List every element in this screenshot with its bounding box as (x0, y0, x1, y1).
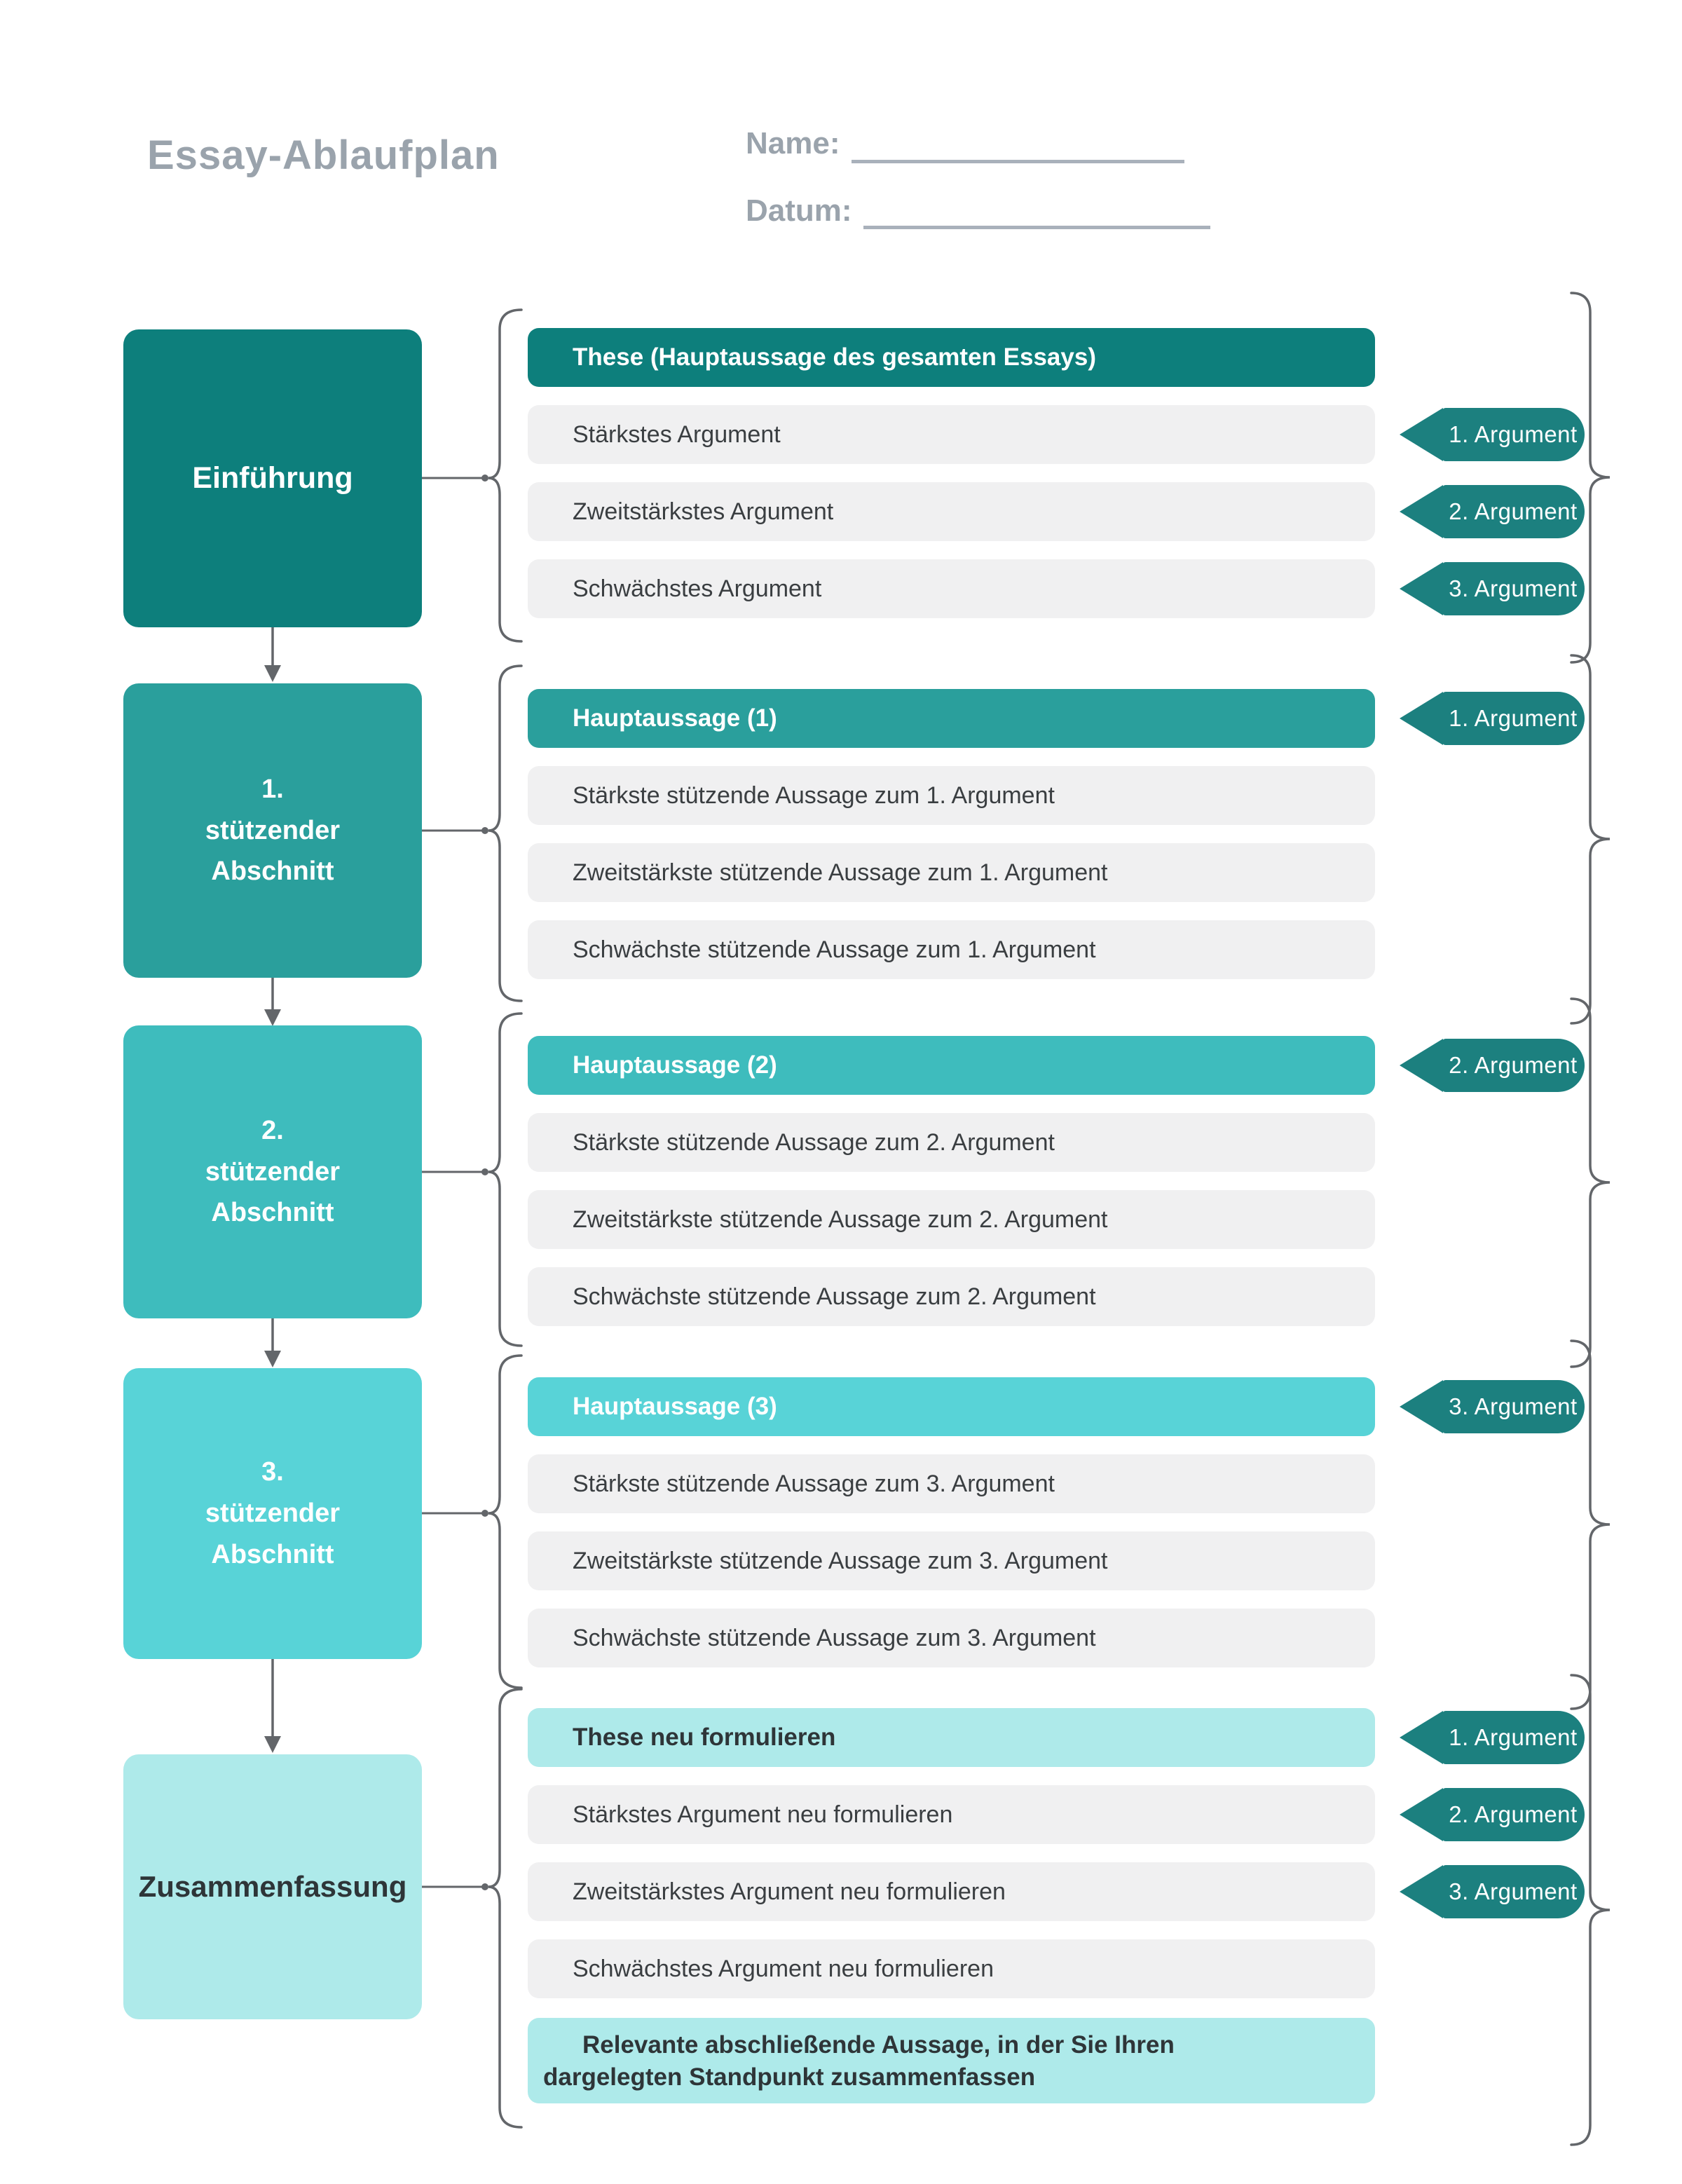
flow-box-abschnitt-2: 2. stützender Abschnitt (123, 1025, 422, 1318)
right-brace (1570, 1674, 1611, 2146)
left-brace (488, 1012, 523, 1347)
date-blank-line[interactable] (863, 226, 1210, 229)
group-row: Stärkste stützende Aussage zum 1. Argume… (528, 766, 1375, 825)
row-label: Zweitstärkste stützende Aussage zum 1. A… (573, 859, 1108, 886)
argument-badge: 2. Argument (1400, 1788, 1585, 1841)
left-brace (488, 664, 523, 1002)
argument-badge-label: 1. Argument (1442, 1711, 1585, 1764)
group-header-these: These (Hauptaussage des gesamten Essays) (528, 328, 1375, 387)
row-label: Stärkstes Argument (573, 421, 781, 448)
name-label: Name: (746, 126, 840, 161)
row-label: Schwächste stützende Aussage zum 3. Argu… (573, 1624, 1096, 1651)
argument-badge-label: 2. Argument (1442, 1039, 1585, 1092)
connector-dot (481, 1168, 488, 1175)
flow-box-label: 3. stützender Abschnitt (205, 1457, 341, 1569)
name-blank-line[interactable] (852, 160, 1184, 163)
row-label: Zweitstärkstes Argument neu formulieren (573, 1878, 1006, 1905)
group-header-label: Hauptaussage (2) (573, 1051, 777, 1079)
flow-arrowheads (264, 665, 281, 1753)
group-header-hauptaussage-3: Hauptaussage (3) (528, 1377, 1375, 1436)
argument-badge-label: 2. Argument (1442, 485, 1585, 538)
row-label: Schwächste stützende Aussage zum 2. Argu… (573, 1283, 1096, 1310)
connector-dot (481, 475, 488, 482)
group-row: Schwächste stützende Aussage zum 3. Argu… (528, 1609, 1375, 1667)
down-arrowhead-icon (264, 1009, 281, 1026)
left-braces (488, 308, 523, 2129)
box-brace-connectors (422, 477, 485, 1888)
row-label: Stärkste stützende Aussage zum 3. Argume… (573, 1470, 1055, 1497)
argument-badge-label: 3. Argument (1442, 562, 1585, 615)
row-label: Schwächste stützende Aussage zum 1. Argu… (573, 936, 1096, 963)
down-arrowhead-icon (264, 1736, 281, 1753)
row-label: Schwächstes Argument neu formulieren (573, 1955, 994, 1982)
argument-badge-label: 1. Argument (1442, 408, 1585, 461)
argument-badge-label: 1. Argument (1442, 692, 1585, 745)
group-header-hauptaussage-2: Hauptaussage (2) (528, 1036, 1375, 1095)
row-label: Schwächstes Argument (573, 575, 822, 602)
group-row: Stärkste stützende Aussage zum 2. Argume… (528, 1113, 1375, 1172)
flow-box-label: 1. stützender Abschnitt (205, 774, 341, 887)
group-header-these-neu: These neu formulieren (528, 1708, 1375, 1767)
group-row: Stärkstes Argument neu formulieren (528, 1785, 1375, 1844)
connector-dot (481, 827, 488, 834)
argument-badge-label: 3. Argument (1442, 1865, 1585, 1918)
left-brace (488, 308, 523, 643)
left-brace (488, 1354, 523, 1689)
group-row: Schwächstes Argument (528, 559, 1375, 618)
row-label: Stärkste stützende Aussage zum 2. Argume… (573, 1128, 1055, 1156)
row-label: Stärkste stützende Aussage zum 1. Argume… (573, 782, 1055, 809)
row-label: Stärkstes Argument neu formulieren (573, 1801, 953, 1828)
right-braces (1570, 292, 1611, 2146)
row-label: Zweitstärkste stützende Aussage zum 3. A… (573, 1547, 1108, 1574)
group-header-label: Hauptaussage (1) (573, 704, 777, 732)
flow-box-zusammenfassung: Zusammenfassung (123, 1754, 422, 2019)
group-header-label: These (Hauptaussage des gesamten Essays) (573, 343, 1096, 371)
group-row: Zweitstärkste stützende Aussage zum 2. A… (528, 1190, 1375, 1249)
connector-dot (481, 1510, 488, 1517)
argument-badge: 3. Argument (1400, 562, 1585, 615)
group-row: Zweitstärkste stützende Aussage zum 1. A… (528, 843, 1375, 902)
argument-badge: 2. Argument (1400, 1039, 1585, 1092)
flow-box-einfuehrung: Einführung (123, 329, 422, 627)
row-label: Zweitstärkste stützende Aussage zum 2. A… (573, 1206, 1108, 1233)
flow-box-abschnitt-1: 1. stützender Abschnitt (123, 683, 422, 978)
left-brace (488, 1688, 523, 2129)
group-row: Zweitstärkstes Argument (528, 482, 1375, 541)
group-row: Stärkste stützende Aussage zum 3. Argume… (528, 1454, 1375, 1513)
argument-badge: 3. Argument (1400, 1380, 1585, 1433)
group-row: Zweitstärkste stützende Aussage zum 3. A… (528, 1531, 1375, 1590)
argument-badge: 1. Argument (1400, 1711, 1585, 1764)
row-label: Zweitstärkstes Argument (573, 498, 834, 525)
argument-badge: 2. Argument (1400, 485, 1585, 538)
group-header-hauptaussage-1: Hauptaussage (1) (528, 689, 1375, 748)
page-title: Essay-Ablaufplan (147, 132, 500, 178)
closing-statement-row: Relevante abschließende Aussage, in der … (528, 2018, 1375, 2103)
argument-badge-label: 2. Argument (1442, 1788, 1585, 1841)
argument-badge: 3. Argument (1400, 1865, 1585, 1918)
group-row: Zweitstärkstes Argument neu formulieren (528, 1862, 1375, 1921)
group-header-label: These neu formulieren (573, 1724, 836, 1751)
group-row: Stärkstes Argument (528, 405, 1375, 464)
argument-badge: 1. Argument (1400, 408, 1585, 461)
argument-badge: 1. Argument (1400, 692, 1585, 745)
flow-box-abschnitt-3: 3. stützender Abschnitt (123, 1368, 422, 1659)
flow-box-label: Einführung (192, 461, 353, 495)
down-arrowhead-icon (264, 665, 281, 682)
argument-badge-label: 3. Argument (1442, 1380, 1585, 1433)
date-label: Datum: (746, 193, 852, 228)
group-row: Schwächstes Argument neu formulieren (528, 1939, 1375, 1998)
flow-box-label: Zusammenfassung (138, 1870, 407, 1903)
flow-box-label: 2. stützender Abschnitt (205, 1115, 341, 1228)
connector-dots (481, 475, 488, 1890)
right-brace (1570, 292, 1611, 664)
down-arrowhead-icon (264, 1351, 281, 1367)
group-header-label: Hauptaussage (3) (573, 1393, 777, 1420)
connector-dot (481, 1883, 488, 1890)
group-row: Schwächste stützende Aussage zum 2. Argu… (528, 1267, 1375, 1326)
group-row: Schwächste stützende Aussage zum 1. Argu… (528, 920, 1375, 979)
